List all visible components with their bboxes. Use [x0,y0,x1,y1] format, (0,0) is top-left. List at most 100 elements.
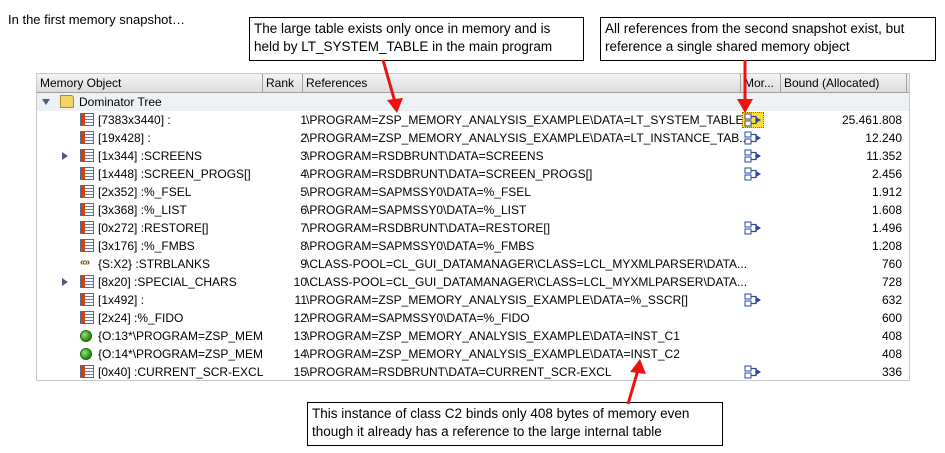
expand-icon[interactable] [62,152,68,160]
rank-cell: 6 [300,203,307,217]
table-row[interactable]: {O:13*\PROGRAM=ZSP_MEMO 13\PROGRAM=ZSP_ME… [37,327,909,345]
table-icon [80,113,94,126]
memory-object-label: [0x40] :CURRENT_SCR-EXCL [98,365,263,379]
more-cell [740,273,780,291]
more-cell [740,237,780,255]
memory-object-cell: [2x352] :%_FSEL [37,183,263,201]
table-row[interactable]: [3x368] :%_LIST 6\PROGRAM=SAPMSSY0\DATA=%… [37,201,909,219]
rank-cell: 13 [293,329,307,343]
bound-cell: 11.352 [866,149,902,163]
bound-cell: 2.456 [871,167,902,181]
more-cell [740,111,780,129]
table-icon [80,185,94,198]
table-icon [80,167,94,180]
table-icon [80,149,94,162]
reference-cell: \PROGRAM=ZSP_MEMORY_ANALYSIS_EXAMPLE\DAT… [306,347,680,361]
memory-object-label: [3x176] :%_FMBS [98,239,195,253]
reference-cell: \PROGRAM=ZSP_MEMORY_ANALYSIS_EXAMPLE\DAT… [306,293,688,307]
memory-object-label: {O:13*\PROGRAM=ZSP_MEMO [98,329,263,343]
column-header-extra[interactable] [907,74,909,92]
reference-cell: \CLASS-POOL=CL_GUI_DATAMANAGER\CLASS=LCL… [306,257,746,271]
memory-object-label: [1x448] :SCREEN_PROGS[] [98,167,251,181]
more-cell [740,291,780,309]
callout-shared-references: All references from the second snapshot … [600,17,936,61]
reference-cell: \PROGRAM=ZSP_MEMORY_ANALYSIS_EXAMPLE\DAT… [306,131,746,145]
rank-cell: 12 [293,311,307,325]
memory-object-cell: [1x492] : [37,291,263,309]
rank-cell: 9 [300,257,307,271]
table-row[interactable]: «»{S:X2} :STRBLANKS 9\CLASS-POOL=CL_GUI_D… [37,255,909,273]
callout-instance-c2: This instance of class C2 binds only 408… [307,402,723,446]
bound-cell: 632 [881,293,902,307]
rank-cell: 8 [300,239,307,253]
tree-root-row[interactable]: Dominator Tree [37,93,909,111]
shared-reference-icon[interactable] [744,365,762,379]
rank-cell: 7 [300,221,307,235]
bound-cell: 336 [881,365,902,379]
callout-large-table: The large table exists only once in memo… [249,17,584,61]
memory-object-cell: [19x428] : [37,129,263,147]
memory-object-label: {O:14*\PROGRAM=ZSP_MEMO [98,347,263,361]
more-cell [740,201,780,219]
shared-reference-icon[interactable] [744,167,762,181]
table-icon [80,239,94,252]
table-row[interactable]: [1x448] :SCREEN_PROGS[]4\PROGRAM=RSDBRUN… [37,165,909,183]
dominator-tree-table: Memory Object Rank References Mor... Bou… [36,73,910,381]
table-icon [80,293,94,306]
more-cell [740,147,780,165]
column-header-bar: Memory Object Rank References Mor... Bou… [37,74,909,93]
rank-cell: 1 [300,113,307,127]
table-row[interactable]: [7383x3440] :1\PROGRAM=ZSP_MEMORY_ANALYS… [37,111,909,129]
column-header-references[interactable]: References [303,74,741,92]
caption: In the first memory snapshot… [8,12,186,27]
more-cell [740,327,780,345]
table-row[interactable]: [3x176] :%_FMBS 8\PROGRAM=SAPMSSY0\DATA=%… [37,237,909,255]
more-cell [740,129,780,147]
rank-cell: 11 [294,293,307,307]
bound-cell: 728 [881,275,902,289]
memory-object-cell: [3x368] :%_LIST [37,201,263,219]
rank-cell: 14 [293,347,307,361]
reference-cell: \PROGRAM=RSDBRUNT\DATA=RESTORE[] [306,221,551,235]
folder-icon [60,95,74,108]
more-cell [740,165,780,183]
column-header-more[interactable]: Mor... [741,74,781,92]
expand-icon[interactable] [62,278,68,286]
collapse-icon[interactable] [42,99,50,105]
string-icon: «» [80,257,90,268]
reference-cell: \PROGRAM=ZSP_MEMORY_ANALYSIS_EXAMPLE\DAT… [306,329,680,343]
memory-object-label: [1x344] :SCREENS [98,149,203,163]
memory-object-label: [7383x3440] : [98,113,171,127]
memory-object-label: [2x24] :%_FIDO [98,311,184,325]
column-header-memory-object[interactable]: Memory Object [37,74,263,92]
more-cell [740,255,780,273]
column-header-rank[interactable]: Rank [263,74,303,92]
shared-reference-icon[interactable] [744,131,762,145]
table-row[interactable]: [2x352] :%_FSEL 5\PROGRAM=SAPMSSY0\DATA=%… [37,183,909,201]
shared-reference-icon[interactable] [744,221,762,235]
shared-reference-icon[interactable] [744,293,762,307]
table-row[interactable]: [19x428] : 2\PROGRAM=ZSP_MEMORY_ANALYSIS_… [37,129,909,147]
table-row[interactable]: [1x492] : 11\PROGRAM=ZSP_MEMORY_ANALYSIS_… [37,291,909,309]
memory-object-cell: [7383x3440] : [37,111,263,129]
reference-cell: \PROGRAM=SAPMSSY0\DATA=%_FMBS [306,239,535,253]
memory-object-label: [3x368] :%_LIST [98,203,187,217]
table-icon [80,203,94,216]
rank-cell: 2 [300,131,307,145]
shared-reference-icon[interactable] [744,149,762,163]
table-row[interactable]: {O:14*\PROGRAM=ZSP_MEMO 14\PROGRAM=ZSP_ME… [37,345,909,363]
reference-cell: \PROGRAM=SAPMSSY0\DATA=%_LIST [306,203,527,217]
table-icon [80,365,94,378]
column-header-bound[interactable]: Bound (Allocated) [781,74,907,92]
memory-object-cell: «»{S:X2} :STRBLANKS [37,255,263,273]
table-row[interactable]: [0x272] :RESTORE[]7\PROGRAM=RSDBRUNT\DAT… [37,219,909,237]
memory-object-label: [2x352] :%_FSEL [98,185,192,199]
reference-cell: \PROGRAM=SAPMSSY0\DATA=%_FSEL [306,185,531,199]
rank-cell: 5 [300,185,307,199]
memory-object-cell: {O:13*\PROGRAM=ZSP_MEMO [37,327,263,345]
shared-reference-icon[interactable] [742,112,764,128]
